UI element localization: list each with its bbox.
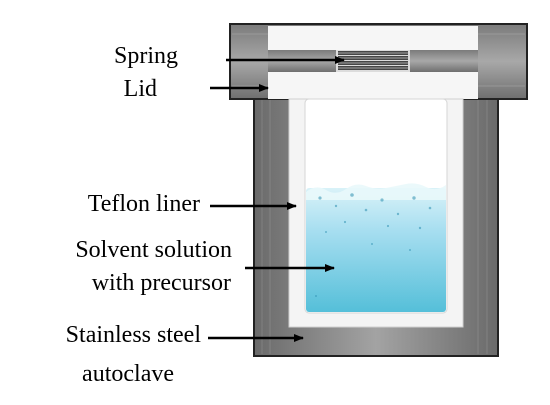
label-solvent-line1: Solvent solution [75, 237, 232, 263]
label-lid: Lid [124, 76, 157, 102]
label-teflon-liner: Teflon liner [88, 191, 200, 217]
label-spring: Spring [114, 43, 178, 69]
label-steel-line1: Stainless steel [66, 322, 202, 348]
solvent-liquid [306, 183, 446, 312]
label-solvent-line2: with precursor [92, 270, 231, 296]
label-steel-line2: autoclave [82, 361, 174, 387]
arrows [208, 56, 345, 342]
spring-coil [336, 50, 410, 72]
